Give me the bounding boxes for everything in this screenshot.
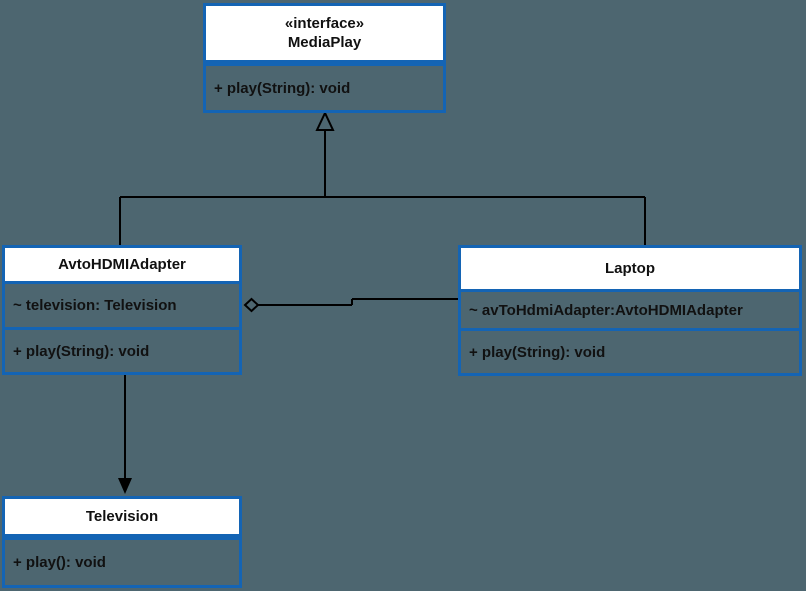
operations-compartment-avtohdmiadapter: + play(String): void: [5, 327, 239, 372]
attribute-item-prefix: ~ avToHdmiAdapter:: [469, 301, 615, 319]
realization-hollow-triangle-arrowhead: [315, 110, 335, 131]
operations-compartment-television: + play(): void: [5, 537, 239, 585]
operation-item: + play(String): void: [13, 342, 150, 360]
realization-tree: [119, 128, 646, 245]
operations-compartment-laptop: + play(String): void: [461, 328, 799, 373]
class-box-avtohdmiadapter[interactable]: AvtoHDMIAdapter ~ television: Television…: [2, 245, 242, 375]
class-header-mediaplay: «interface» MediaPlay: [206, 6, 443, 63]
class-stereotype-mediaplay: «interface»: [284, 15, 365, 32]
class-name-avtohdmiadapter: AvtoHDMIAdapter: [58, 256, 186, 273]
attribute-item-type: AvtoHDMIAdapter: [615, 301, 743, 319]
class-box-mediaplay[interactable]: «interface» MediaPlay + play(String): vo…: [203, 3, 446, 113]
class-box-laptop[interactable]: Laptop ~ avToHdmiAdapter: AvtoHDMIAdapte…: [458, 245, 802, 376]
association-filled-arrowhead: [118, 478, 132, 494]
aggregation-hollow-diamond: [243, 297, 260, 313]
class-box-television[interactable]: Television + play(): void: [2, 496, 242, 588]
operation-item: + play(String): void: [214, 79, 351, 97]
class-name-laptop: Laptop: [605, 260, 655, 277]
class-name-mediaplay: MediaPlay: [287, 34, 362, 51]
operation-item: + play(): void: [13, 554, 106, 571]
attributes-compartment-laptop: ~ avToHdmiAdapter: AvtoHDMIAdapter: [461, 292, 799, 328]
attributes-compartment-avtohdmiadapter: ~ television: Television: [5, 284, 239, 327]
class-header-avtohdmiadapter: AvtoHDMIAdapter: [5, 248, 239, 284]
class-header-laptop: Laptop: [461, 248, 799, 292]
class-name-television: Television: [85, 508, 159, 525]
attribute-item: ~ television: Television: [13, 297, 177, 314]
operation-item: + play(String): void: [469, 343, 606, 361]
aggregation-edge: [258, 298, 458, 306]
class-header-television: Television: [5, 499, 239, 537]
operations-compartment-mediaplay: + play(String): void: [206, 63, 443, 110]
